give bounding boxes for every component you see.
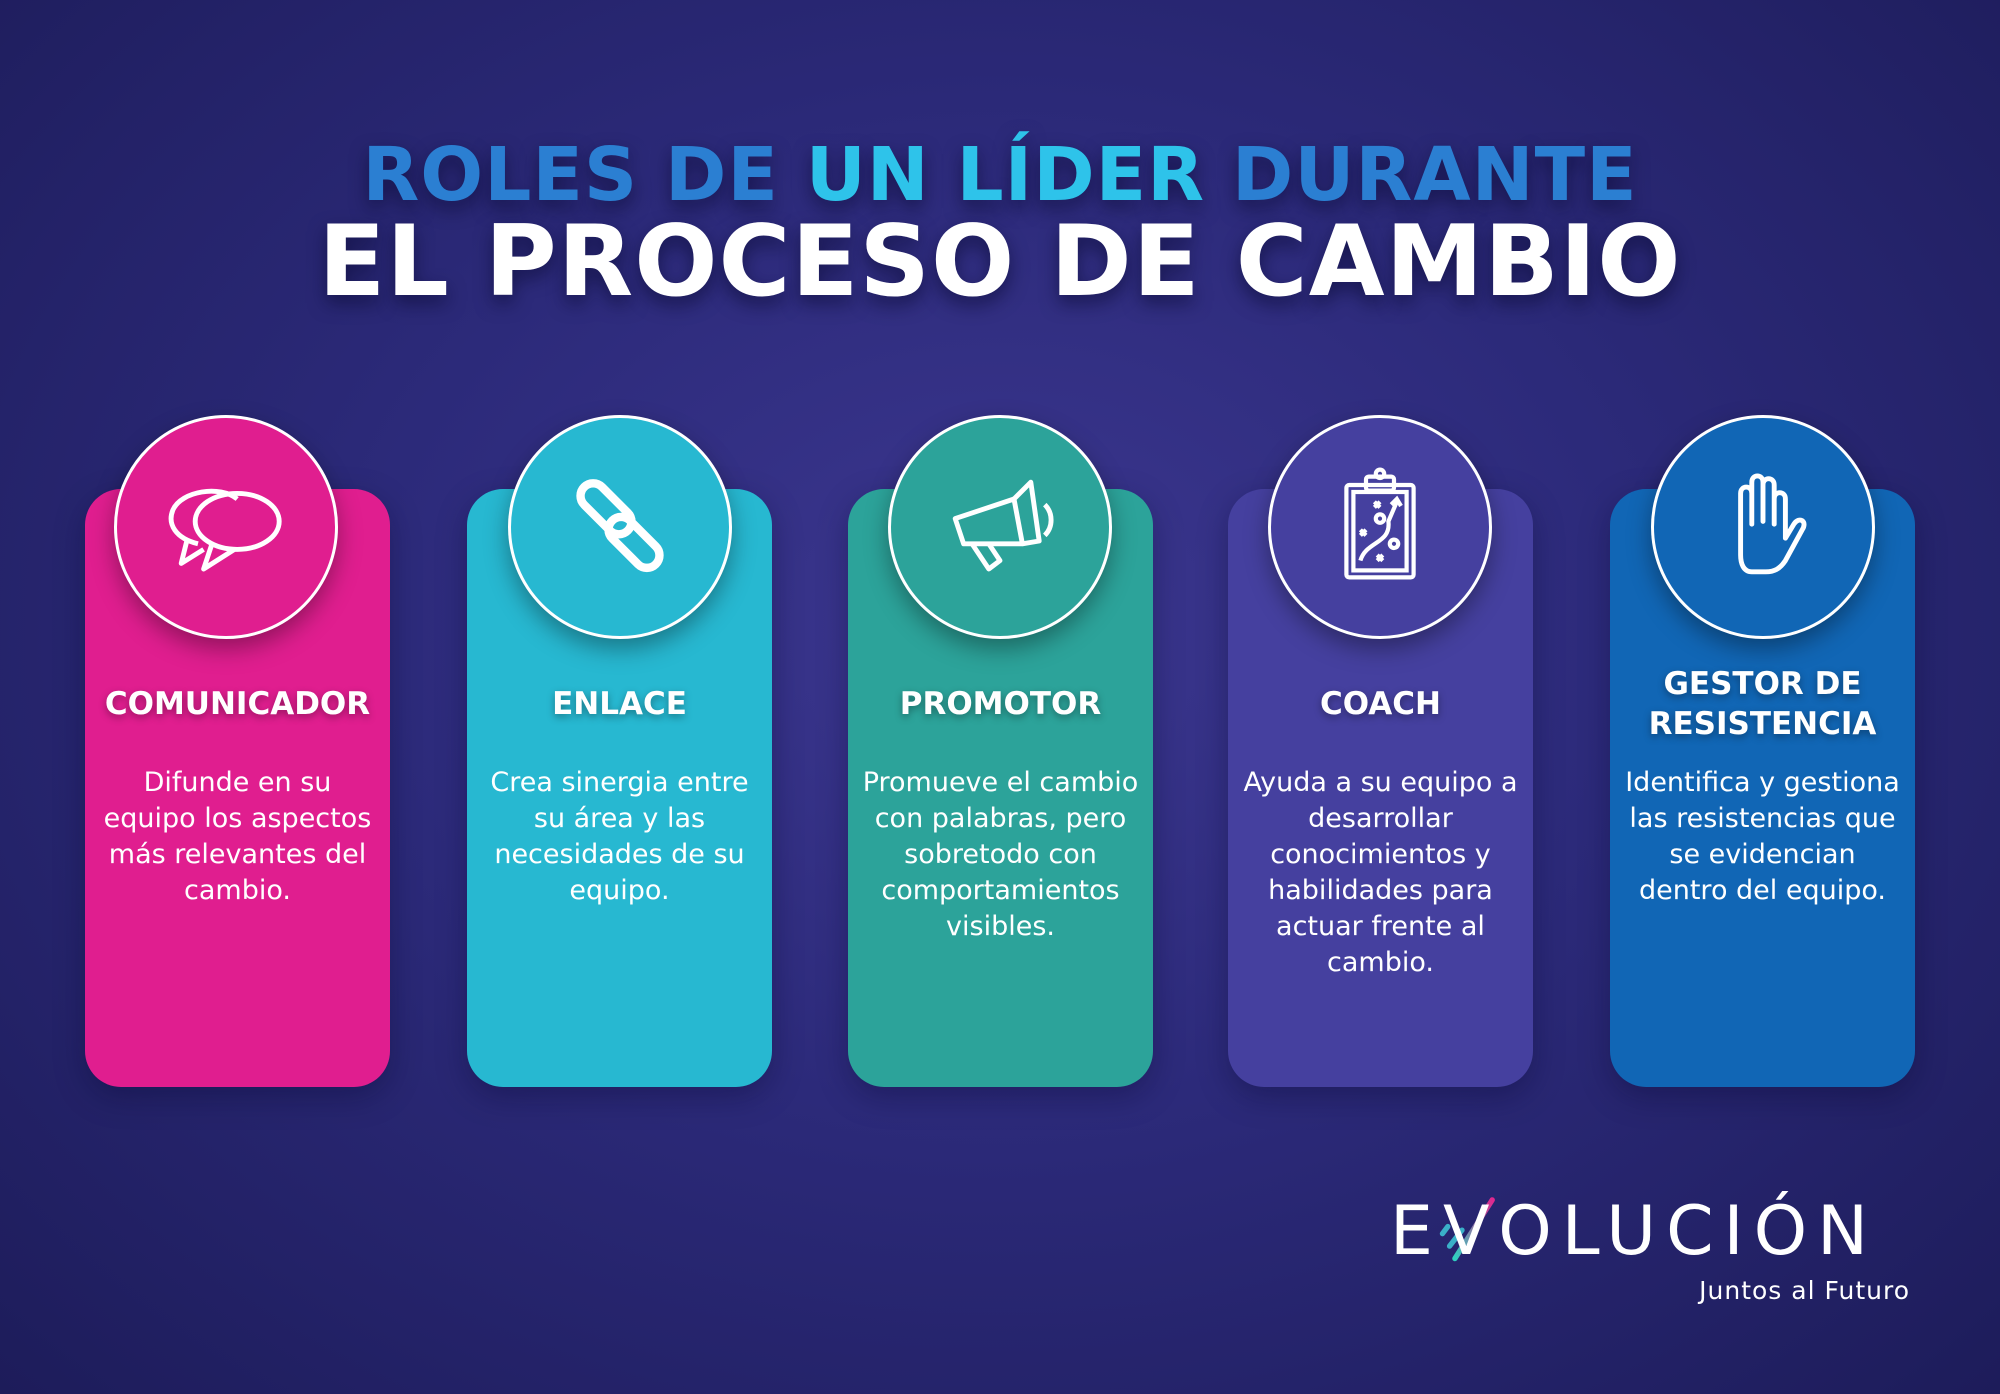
role-description: Crea sinergia entre su área y las necesi… xyxy=(490,767,749,906)
title-highlight: UN LÍDER xyxy=(805,132,1206,218)
role-name: COMUNICADOR xyxy=(104,686,371,722)
role-name: COACH xyxy=(1320,686,1441,722)
title-line-1: ROLES DE UN LÍDER DURANTE xyxy=(0,132,2000,218)
title-part: ROLES DE xyxy=(362,132,806,218)
title-part: DURANTE xyxy=(1205,132,1638,218)
role-description: Identifica y gestiona las resistencias q… xyxy=(1625,767,1900,906)
link-icon xyxy=(508,415,732,639)
role-name: PROMOTOR xyxy=(899,686,1102,722)
brand-tagline: Juntos al Futuro xyxy=(1699,1276,1910,1305)
brand-name: EVOLUCIÓN xyxy=(1390,1192,1879,1271)
role-description: Difunde en su equipo los aspectos más re… xyxy=(103,767,372,906)
role-description: Ayuda a su equipo a desarrollar conocimi… xyxy=(1243,767,1518,978)
brand-logo: EVOLUCIÓN xyxy=(1390,1192,1878,1271)
megaphone-icon xyxy=(888,415,1112,639)
role-description: Promueve el cambio con palabras, pero so… xyxy=(862,767,1139,942)
checkmark-logo-icon xyxy=(1439,1197,1495,1262)
role-name: GESTOR DE RESISTENCIA xyxy=(1648,666,1877,742)
speech-bubbles-icon xyxy=(114,415,338,639)
role-name: ENLACE xyxy=(552,686,687,722)
hand-stop-icon xyxy=(1651,415,1875,639)
clipboard-strategy-icon xyxy=(1268,415,1492,639)
title-line-2: EL PROCESO DE CAMBIO xyxy=(318,205,1682,319)
